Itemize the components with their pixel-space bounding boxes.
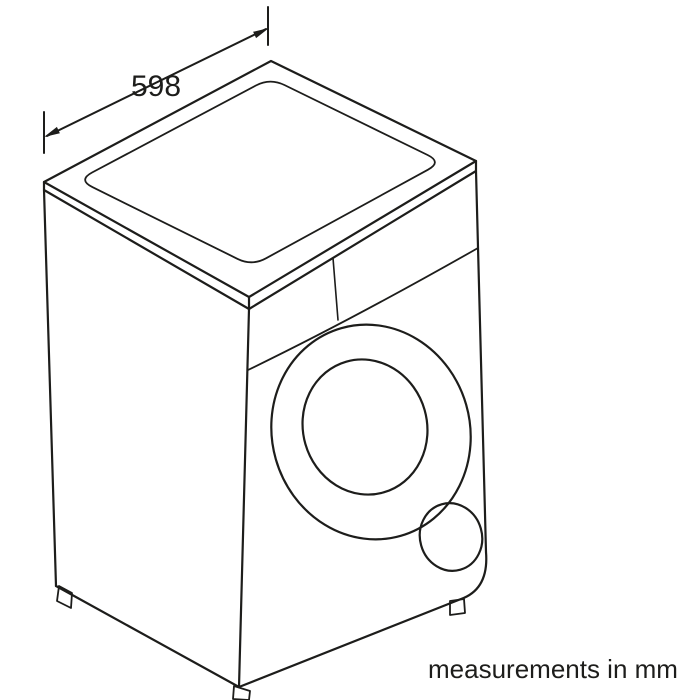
control-panel-line — [247, 247, 479, 371]
detergent-drawer-divider-line — [332, 257, 339, 321]
units-caption: measurements in mm — [428, 654, 678, 684]
dimension-arrow-group — [43, 6, 269, 154]
service-flap-circle — [418, 502, 484, 572]
dimension-line — [46, 28, 267, 137]
washer-left-bottom-edge — [54, 584, 241, 689]
arrowhead-right-icon — [253, 28, 269, 39]
washer-body-group — [42, 59, 488, 700]
foot-right — [449, 598, 466, 616]
width-dimension-label: 598 — [131, 70, 181, 103]
washer-top-inset-line — [84, 80, 436, 264]
arrowhead-left-icon — [44, 126, 60, 137]
washer-left-edge — [42, 188, 58, 588]
washer-front-left-edge — [237, 307, 251, 689]
door-outer-ring — [270, 323, 472, 541]
door-inner-window — [301, 358, 429, 496]
foot-front — [232, 685, 251, 700]
washer-top-slab-edge — [42, 159, 478, 311]
foot-left — [56, 585, 73, 609]
